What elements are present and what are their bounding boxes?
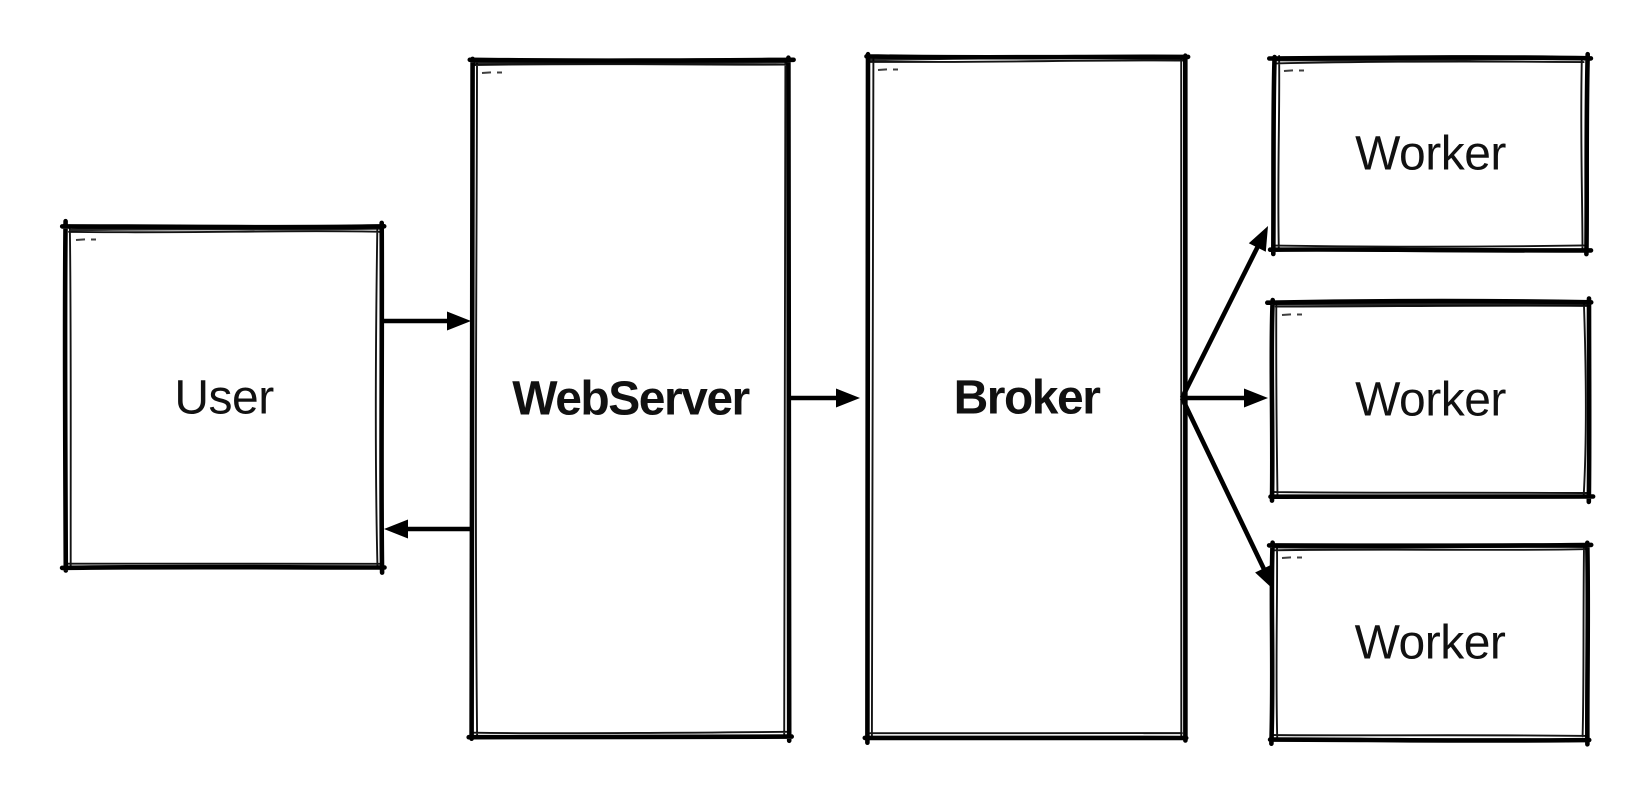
edge-broker-to-worker-3-line [1179, 397, 1269, 575]
edge-user-to-webserver [380, 311, 471, 331]
node-worker-1-border-inner [1274, 55, 1585, 251]
edge-broker-to-worker-2-arrowhead-icon [1244, 388, 1268, 408]
node-webserver-border-inner [472, 59, 790, 739]
edge-broker-to-worker-3-arrowhead-icon [1255, 564, 1274, 590]
edge-user-to-webserver-arrowhead-icon [447, 311, 471, 331]
node-user-border-scratch [70, 227, 381, 232]
edge-webserver-to-broker-arrowhead-icon [836, 388, 860, 408]
node-worker-3-box [1266, 540, 1594, 747]
node-worker-2-border-inner [1270, 301, 1590, 498]
node-broker-box [862, 51, 1191, 745]
node-worker-1-corner-dashes [1283, 69, 1304, 72]
node-broker-corner-dashes [877, 68, 898, 71]
edge-webserver-to-user [384, 519, 471, 539]
node-broker-border-outer [862, 51, 1191, 745]
edge-webserver-to-broker [790, 388, 860, 408]
node-worker-3-border-scratch [1271, 545, 1588, 549]
node-worker-1-border-scratch [1275, 57, 1589, 62]
node-broker-border-scratch [869, 56, 1186, 62]
node-webserver-box [466, 55, 796, 744]
node-worker-3-border-outer [1266, 540, 1594, 747]
node-worker-2-corner-dashes [1281, 313, 1302, 316]
node-worker-3-border-inner [1270, 544, 1590, 739]
edge-broker-to-worker-1-line [1179, 241, 1263, 400]
node-worker-2-border-outer [1265, 296, 1596, 505]
node-worker-1-border-outer [1267, 51, 1594, 257]
node-webserver-border-scratch [473, 60, 788, 65]
node-user-corner-dashes [75, 238, 96, 241]
node-worker-3-corner-dashes [1281, 556, 1302, 559]
edge-webserver-to-user-arrowhead-icon [384, 519, 408, 539]
node-user-border-outer [59, 218, 387, 575]
edge-broker-to-worker-3 [1179, 397, 1274, 590]
node-user-box [59, 218, 387, 575]
edge-broker-to-worker-1 [1179, 226, 1268, 400]
node-webserver-border-outer [466, 55, 796, 744]
node-webserver-corner-dashes [481, 71, 502, 74]
node-worker-2-box [1265, 296, 1596, 505]
node-worker-1-box [1267, 51, 1594, 257]
edge-broker-to-worker-2 [1182, 388, 1268, 408]
node-user-border-inner [66, 224, 384, 569]
node-broker-border-inner [869, 57, 1185, 741]
edge-broker-to-worker-1-arrowhead-icon [1248, 226, 1268, 252]
